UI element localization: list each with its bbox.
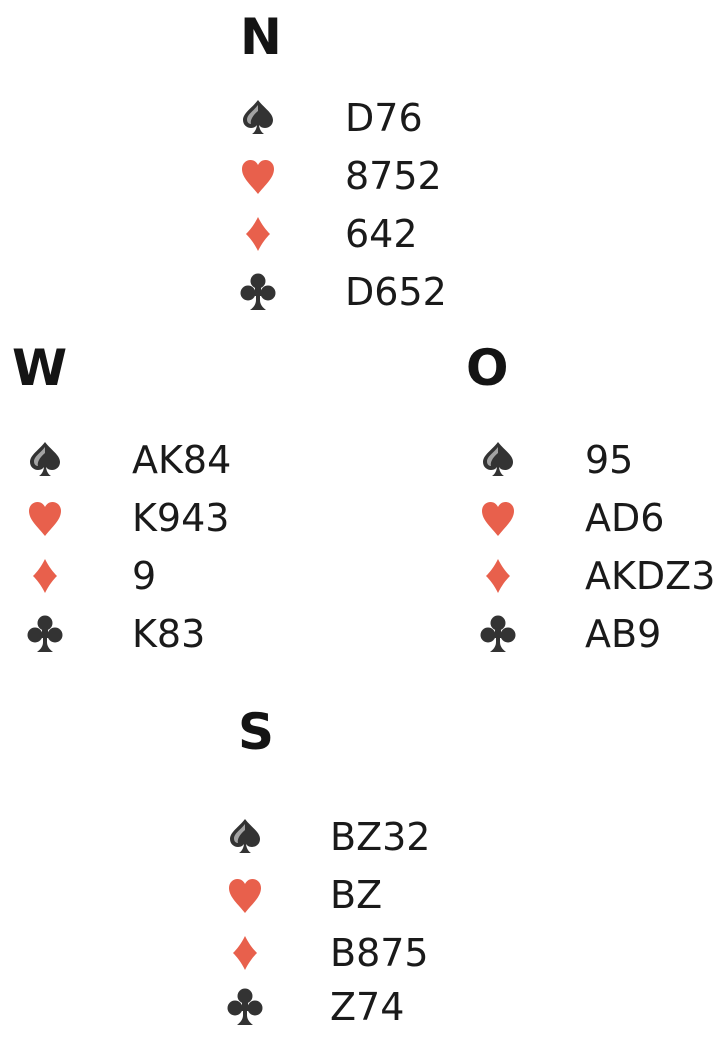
north-hearts-cards: 8752	[345, 154, 442, 198]
heart-icon	[225, 873, 265, 917]
east-spades-row: 95	[478, 438, 715, 496]
west-clubs-row: K83	[25, 612, 345, 670]
heart-icon	[238, 154, 278, 198]
west-spades-cards: AK84	[132, 438, 232, 482]
west-diamonds-row: 9	[25, 554, 345, 612]
diamond-icon	[25, 554, 65, 598]
east-clubs-cards: AB9	[585, 612, 662, 656]
hand-south-label: S	[238, 703, 275, 761]
south-spades-row: BZ32	[225, 815, 545, 873]
west-diamonds-cards: 9	[132, 554, 157, 598]
north-diamonds-row: 642	[238, 212, 558, 270]
diamond-icon	[478, 554, 518, 598]
heart-icon	[478, 496, 518, 540]
north-spades-row: D76	[238, 96, 558, 154]
club-icon	[478, 612, 518, 656]
spade-icon	[25, 438, 65, 482]
hand-west-label: W	[12, 339, 68, 397]
east-diamonds-cards: AKDZ3	[585, 554, 715, 598]
east-spades-cards: 95	[585, 438, 634, 482]
spade-icon	[238, 96, 278, 140]
south-spades-cards: BZ32	[330, 815, 431, 859]
diamond-icon	[238, 212, 278, 256]
east-clubs-row: AB9	[478, 612, 715, 670]
south-diamonds-row: B875	[225, 931, 545, 989]
north-clubs-row: D652	[238, 270, 558, 328]
north-hearts-row: 8752	[238, 154, 558, 212]
diamond-icon	[225, 931, 265, 975]
hand-north-label: N	[240, 8, 282, 66]
south-clubs-cards: Z74	[330, 985, 405, 1029]
west-hearts-row: K943	[25, 496, 345, 554]
spade-icon	[478, 438, 518, 482]
north-diamonds-cards: 642	[345, 212, 418, 256]
spade-icon	[225, 815, 265, 859]
club-icon	[225, 985, 265, 1029]
north-clubs-cards: D652	[345, 270, 447, 314]
west-spades-row: AK84	[25, 438, 345, 496]
hand-east-label: O	[466, 339, 509, 397]
south-hearts-cards: BZ	[330, 873, 383, 917]
club-icon	[25, 612, 65, 656]
south-diamonds-cards: B875	[330, 931, 429, 975]
south-hearts-row: BZ	[225, 873, 545, 931]
west-clubs-cards: K83	[132, 612, 206, 656]
west-hearts-cards: K943	[132, 496, 230, 540]
east-hearts-row: AD6	[478, 496, 715, 554]
south-clubs-row: Z74	[225, 985, 545, 1043]
east-diamonds-row: AKDZ3	[478, 554, 715, 612]
heart-icon	[25, 496, 65, 540]
east-hearts-cards: AD6	[585, 496, 665, 540]
north-spades-cards: D76	[345, 96, 423, 140]
club-icon	[238, 270, 278, 314]
